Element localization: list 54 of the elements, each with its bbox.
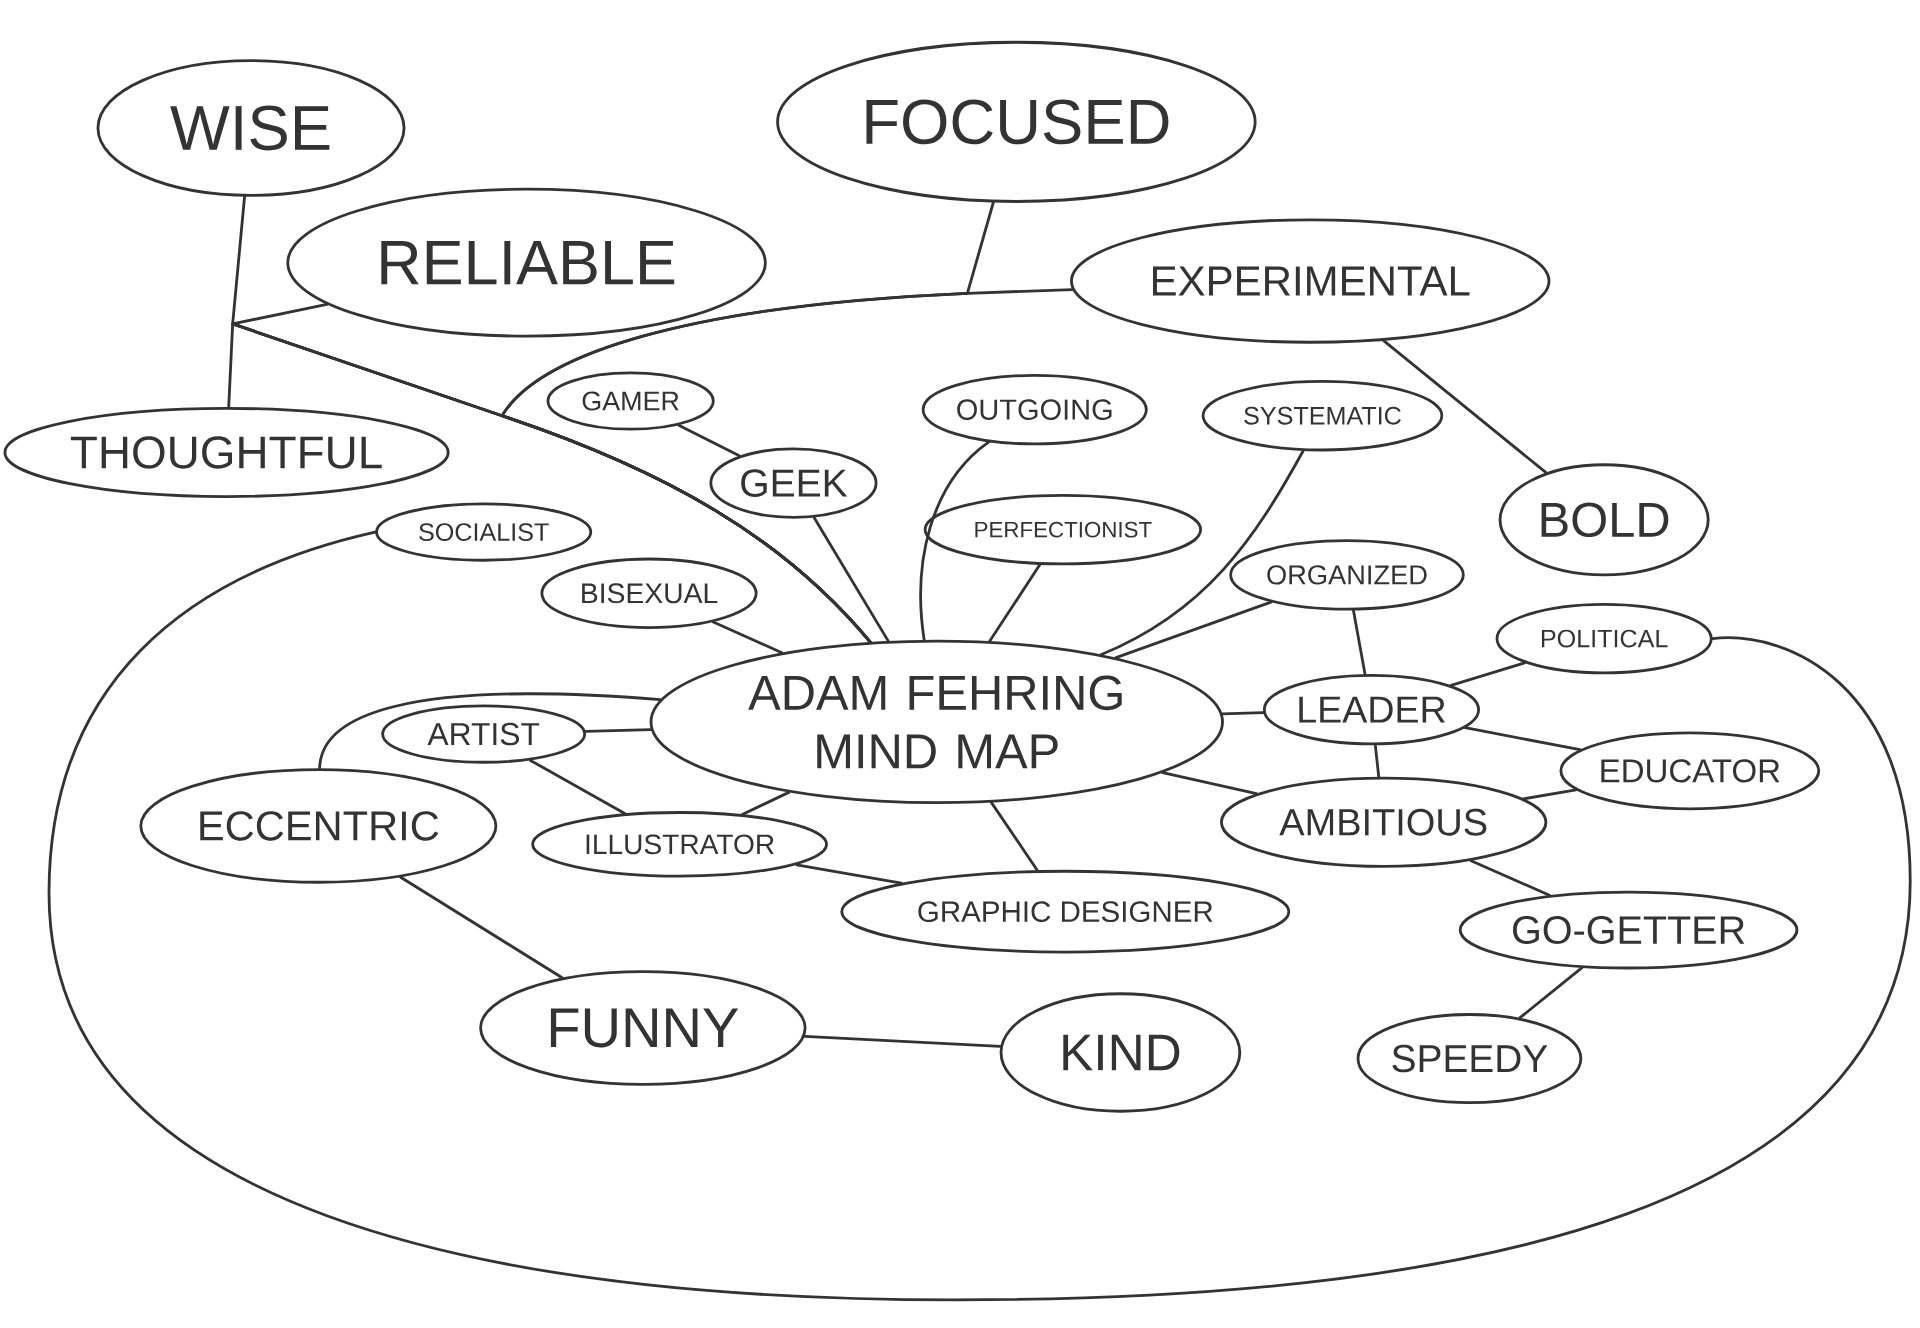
ellipse-bubble: LEADER: [1262, 673, 1481, 746]
connector-line: [1221, 711, 1265, 716]
ellipse-bubble: POLITICAL: [1495, 602, 1713, 675]
connector-line: [711, 620, 784, 655]
ellipse-bubble: ECCENTRIC: [139, 768, 498, 884]
ellipse-bubble: GO-GETTER: [1458, 890, 1799, 970]
connector-line: [584, 728, 653, 733]
connector-line: [1373, 743, 1381, 779]
connector-line: [1114, 600, 1273, 660]
ellipse-bubble: GRAPHIC DESIGNER: [840, 869, 1291, 954]
ellipse-bubble: ARTIST: [381, 704, 587, 764]
connector-line: [399, 875, 564, 980]
ellipse-bubble: AMBITIOUS: [1220, 776, 1548, 868]
ellipse-bubble: BISEXUAL: [540, 557, 758, 629]
connector-line: [1382, 339, 1548, 475]
connector-line: [529, 759, 627, 815]
ellipse-bubble: FUNNY: [479, 970, 807, 1086]
connector-line: [1161, 771, 1258, 796]
ellipse-bubble: BOLD: [1498, 463, 1710, 577]
ellipse-bubble: OUTGOING: [921, 373, 1148, 446]
connector-line: [318, 692, 662, 770]
connector-line: [1099, 449, 1305, 656]
ellipse-bubble: THOUGHTFUL: [3, 407, 450, 498]
ellipse-bubble: KIND: [999, 992, 1242, 1113]
ellipse-bubble: GEEK: [709, 447, 878, 519]
connector-line: [741, 790, 791, 816]
connector-line: [47, 530, 1912, 1302]
ellipse-bubble: SPEEDY: [1356, 1013, 1583, 1105]
ellipse-bubble: WISE: [96, 59, 406, 197]
ellipse-bubble: EXPERIMENTAL: [1070, 218, 1551, 344]
connector-line: [803, 1034, 1002, 1048]
connector-line: [500, 288, 1074, 644]
connector-line: [1518, 966, 1584, 1020]
ellipse-bubble: ORGANIZED: [1229, 539, 1465, 611]
connector-line: [1449, 661, 1526, 687]
connector-line: [1352, 609, 1367, 676]
connector-line: [988, 563, 1042, 643]
connector-line: [1469, 859, 1551, 897]
ellipse-bubble: EDUCATOR: [1559, 731, 1821, 811]
ellipse-bubble: GAMER: [546, 371, 715, 431]
ellipse-bubble: SYSTEMATIC: [1201, 380, 1444, 452]
connector-line: [677, 423, 741, 458]
connector-line: [919, 440, 990, 642]
connector-line: [990, 801, 1039, 872]
connector-line: [795, 863, 903, 885]
ellipse-bubble: PERFECTIONIST: [923, 493, 1203, 566]
ellipse-bubble: FOCUSED: [776, 40, 1257, 203]
ellipse-bubble: SOCIALIST: [375, 502, 593, 562]
connector-line: [1463, 726, 1582, 752]
connector-line: [1522, 788, 1578, 801]
ellipse-bubble: ILLUSTRATOR: [531, 811, 828, 878]
ellipse-bubble: RELIABLE: [286, 187, 767, 338]
connector-line: [812, 516, 890, 643]
ellipse-bubble: ADAM FEHRING MIND MAP: [649, 639, 1224, 805]
